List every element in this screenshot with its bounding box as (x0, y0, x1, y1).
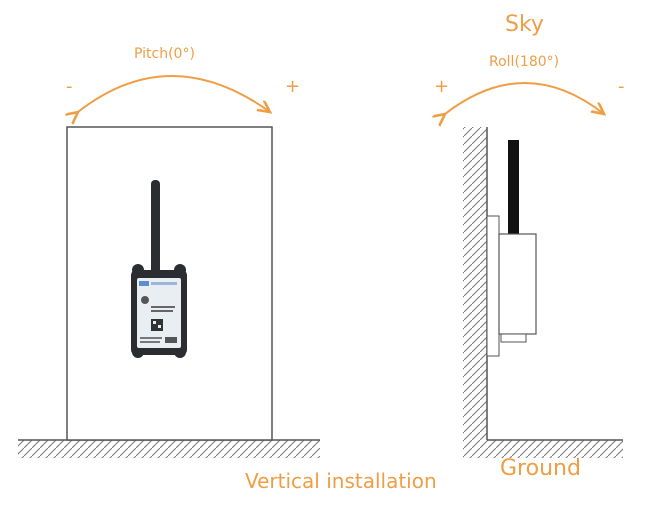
roll-minus-sign: - (618, 76, 625, 97)
right-wall (463, 127, 488, 440)
left-ground (18, 439, 320, 458)
roll-arrow (445, 82, 604, 114)
roll-label: Roll(180°) (489, 54, 560, 70)
pitch-label: Pitch(0°) (134, 46, 195, 62)
pitch-plus-sign: + (285, 76, 301, 97)
device-side-view (486, 140, 537, 357)
right-ground (463, 439, 623, 458)
ground-label: Ground (500, 456, 581, 481)
pitch-minus-sign: - (66, 76, 73, 97)
caption-vertical-installation: Vertical installation (245, 469, 437, 493)
pitch-arrow (78, 75, 270, 112)
roll-plus-sign: + (434, 76, 450, 97)
device-front-view (131, 180, 187, 358)
sky-label: Sky (505, 12, 544, 37)
